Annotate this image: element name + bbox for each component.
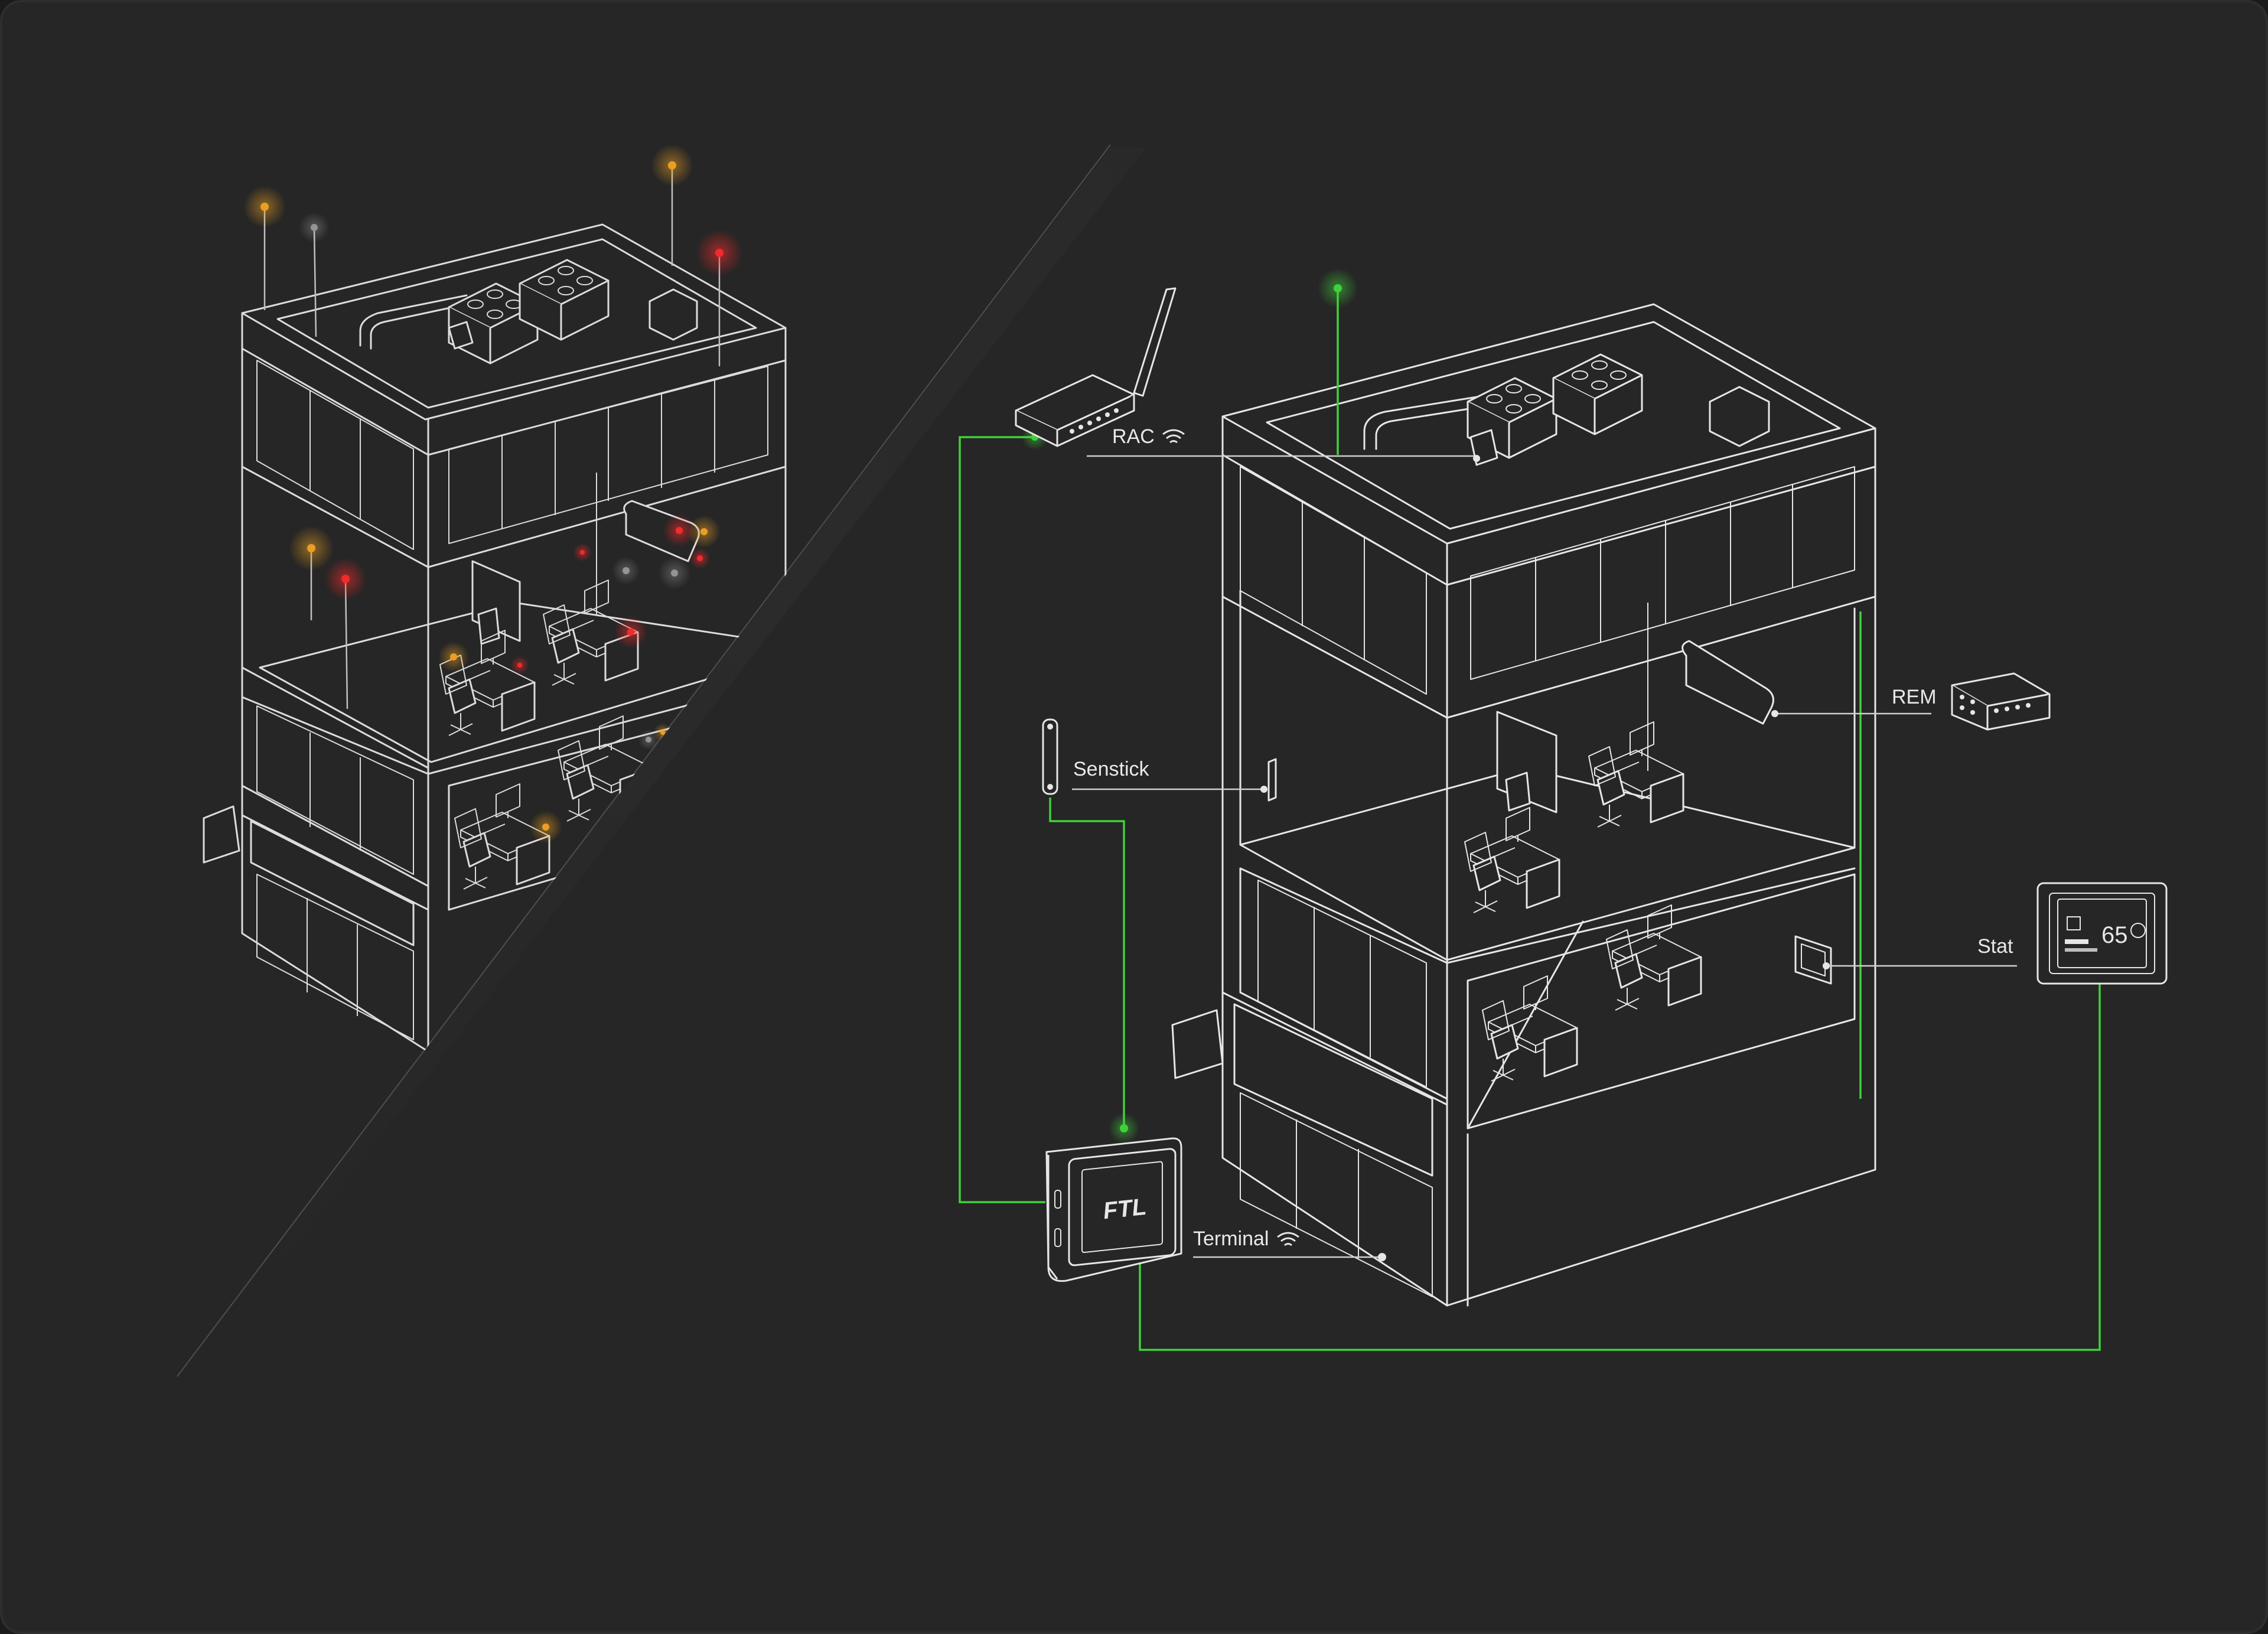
left-building-illustration bbox=[203, 144, 787, 1053]
terminal-device[interactable]: FTL bbox=[1045, 1137, 1182, 1283]
wifi-icon bbox=[1277, 1232, 1299, 1246]
terminal-label: Terminal bbox=[1193, 1228, 1269, 1250]
rem-device[interactable] bbox=[1951, 672, 2051, 731]
senstick-device[interactable] bbox=[1042, 718, 1058, 795]
rem-label: REM bbox=[1892, 686, 1937, 708]
senstick-label: Senstick bbox=[1073, 758, 1149, 780]
stat-temperature: 65 bbox=[2101, 922, 2128, 948]
rac-label: RAC bbox=[1112, 425, 1155, 448]
stat-device[interactable]: 65 bbox=[2036, 882, 2168, 985]
rac-device[interactable] bbox=[1015, 287, 1177, 447]
terminal-brand-logo: FTL bbox=[1102, 1194, 1148, 1224]
stat-label: Stat bbox=[1977, 935, 2013, 958]
wifi-icon bbox=[1162, 429, 1185, 444]
right-building-illustration bbox=[1171, 303, 1876, 1307]
